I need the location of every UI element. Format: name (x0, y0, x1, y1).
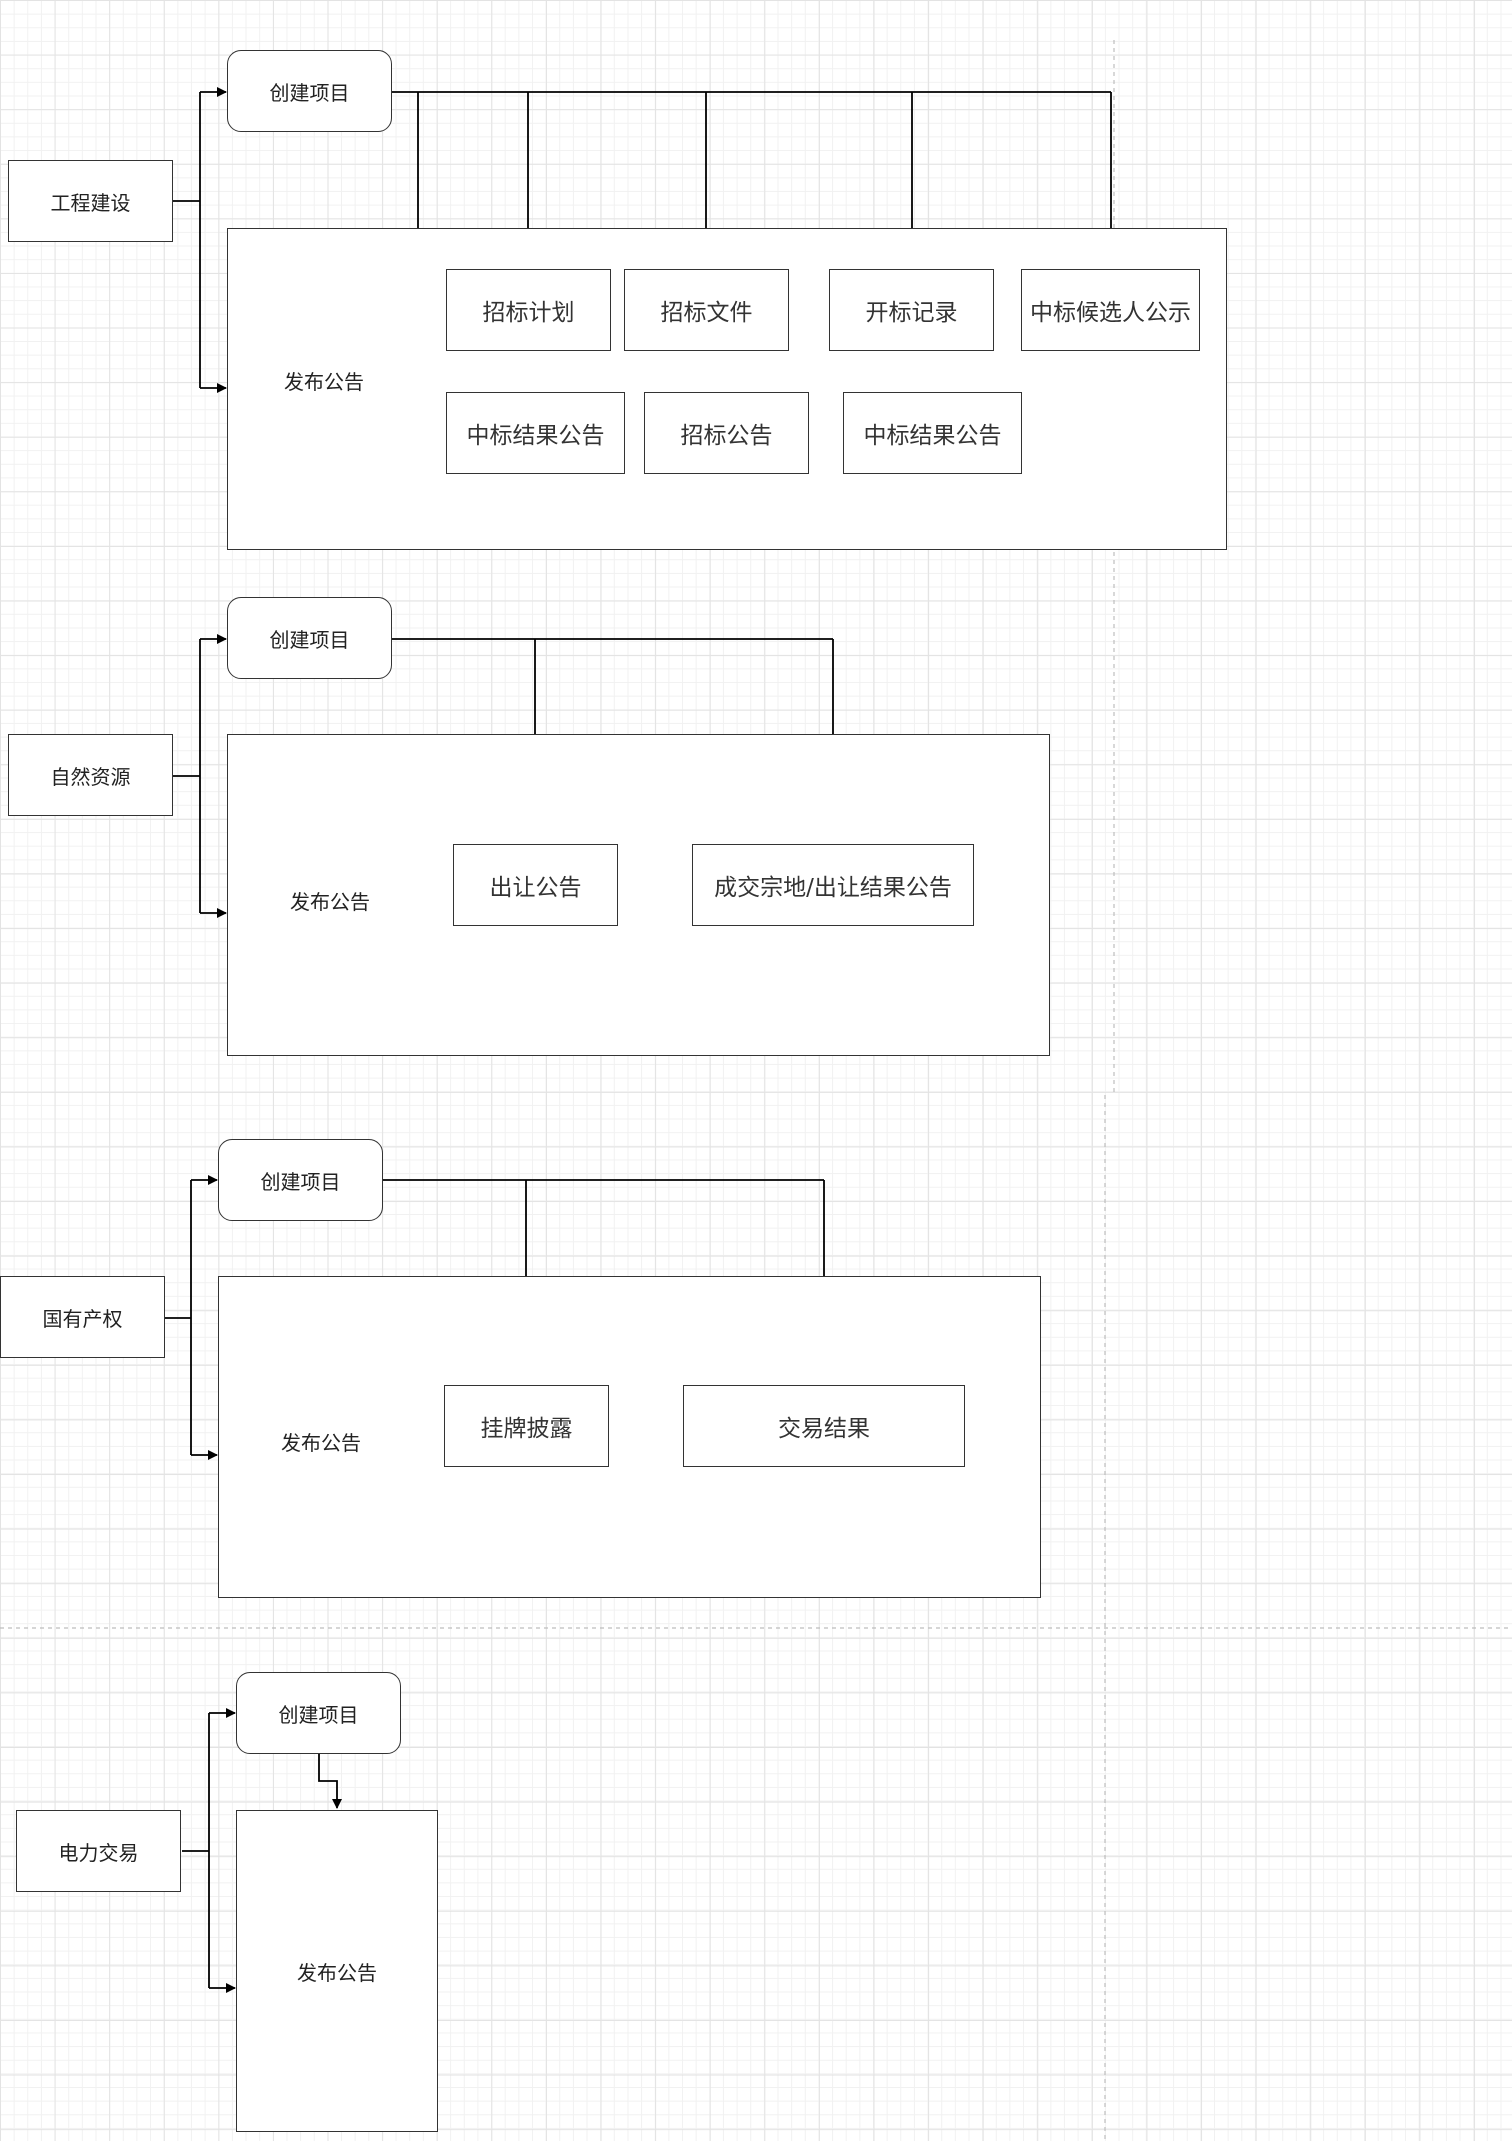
announcement-node[interactable]: 招标文件 (624, 269, 789, 351)
announcement-node[interactable]: 招标计划 (446, 269, 611, 351)
announcement-node[interactable]: 挂牌披露 (444, 1385, 609, 1467)
announcement-node[interactable]: 中标结果公告 (843, 392, 1022, 474)
category-node[interactable]: 国有产权 (0, 1276, 165, 1358)
announcement-node[interactable]: 招标公告 (644, 392, 809, 474)
announcement-node[interactable]: 出让公告 (453, 844, 618, 926)
publish-node[interactable]: 发布公告 (236, 1810, 438, 2132)
announcement-node[interactable]: 成交宗地/出让结果公告 (692, 844, 974, 926)
publish-label: 发布公告 (290, 890, 370, 914)
s4-arrow-create-publish (318, 1754, 342, 1809)
announcement-node[interactable]: 开标记录 (829, 269, 994, 351)
category-node[interactable]: 工程建设 (8, 160, 173, 242)
publish-label: 发布公告 (284, 370, 364, 394)
create-project-node[interactable]: 创建项目 (236, 1672, 401, 1754)
announcement-node[interactable]: 交易结果 (683, 1385, 965, 1467)
publish-label: 发布公告 (281, 1431, 361, 1455)
create-project-node[interactable]: 创建项目 (227, 597, 392, 679)
category-node[interactable]: 电力交易 (16, 1810, 181, 1892)
page-separators (0, 40, 1512, 2141)
create-project-node[interactable]: 创建项目 (227, 50, 392, 132)
category-node[interactable]: 自然资源 (8, 734, 173, 816)
announcement-node[interactable]: 中标结果公告 (446, 392, 625, 474)
announcement-node[interactable]: 中标候选人公示 (1021, 269, 1200, 351)
create-project-node[interactable]: 创建项目 (218, 1139, 383, 1221)
